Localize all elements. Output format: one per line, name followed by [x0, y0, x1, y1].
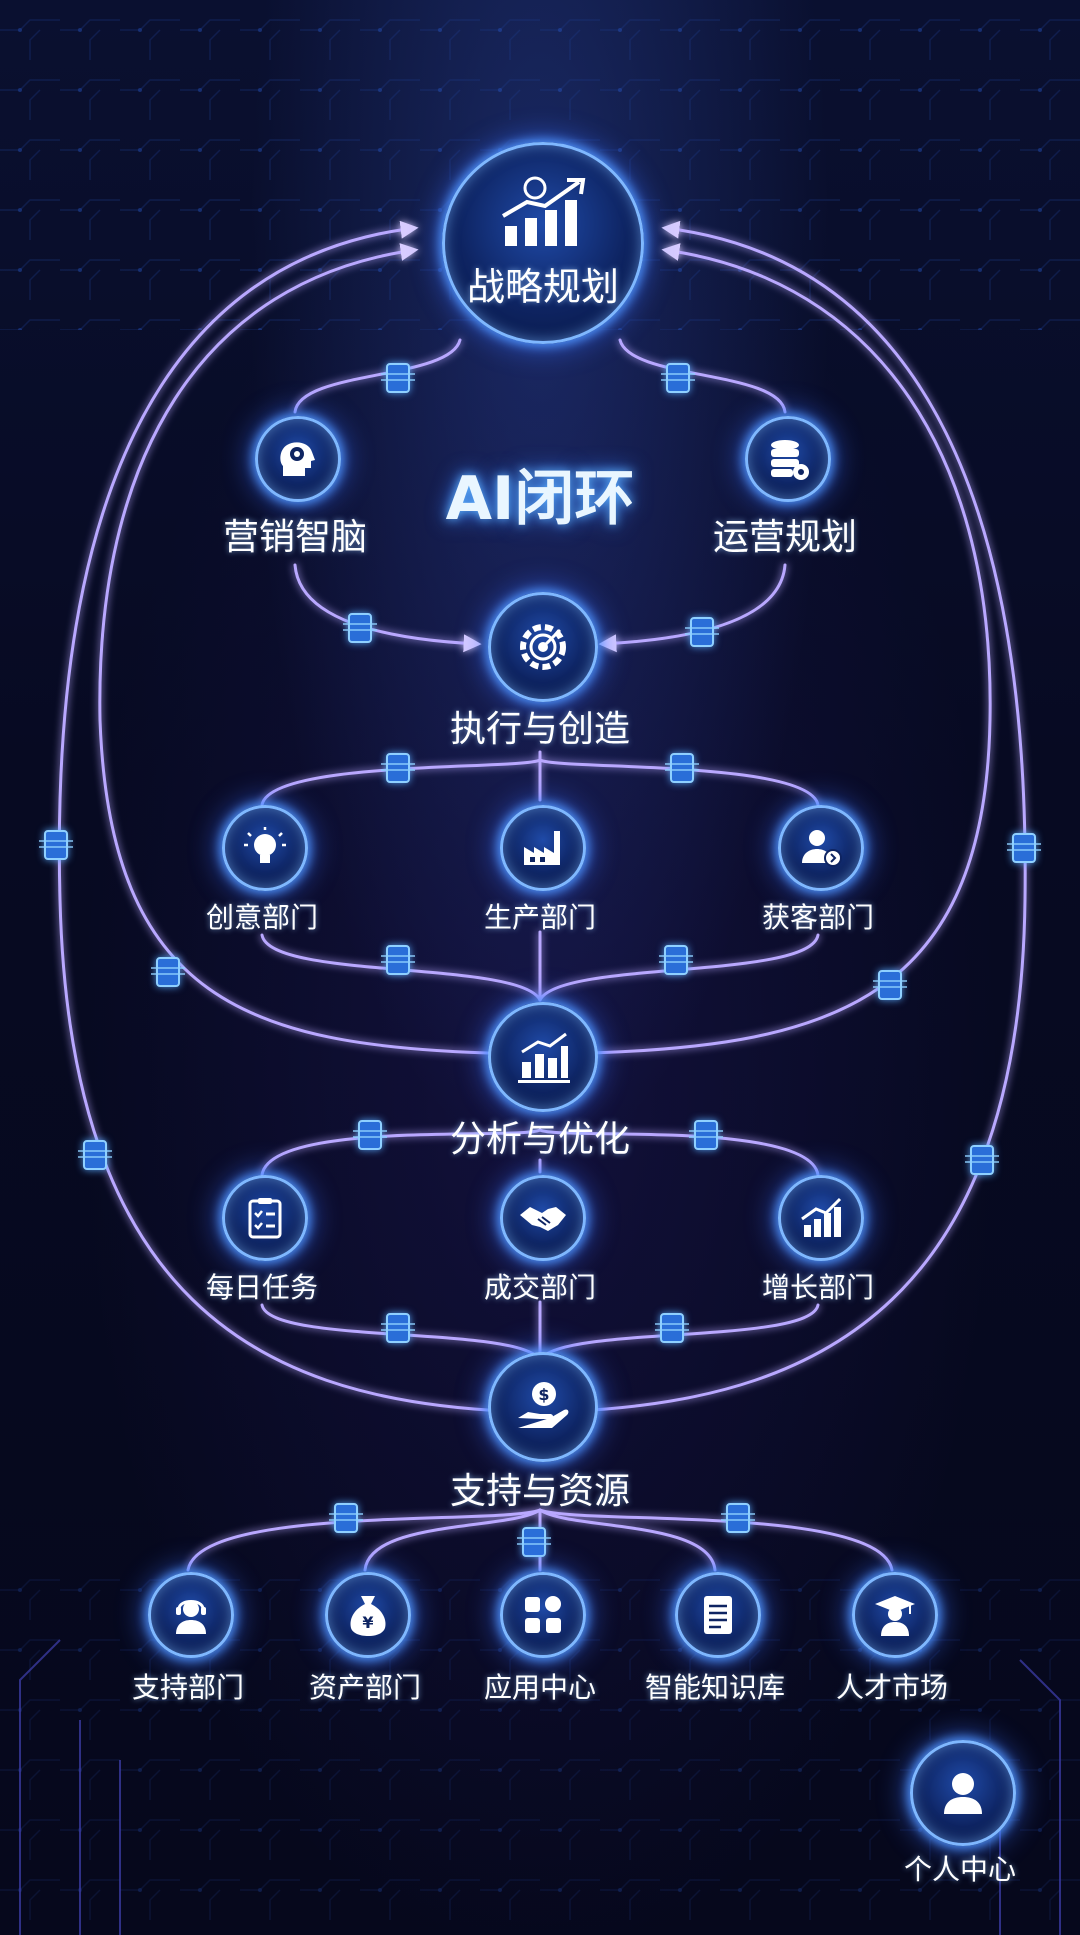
- connector-chip: [685, 617, 719, 647]
- connector-chip: [353, 1120, 387, 1150]
- strategy-planning-label: 战略规划: [466, 264, 619, 309]
- growth-chart-icon: [495, 176, 591, 250]
- wire-ana-left: [260, 1128, 542, 1177]
- knowledge-base-label: 智能知识库: [644, 1671, 786, 1704]
- wire-top-right: [618, 338, 787, 414]
- marketing-brain-label: 营销智脑: [222, 517, 368, 558]
- personal-center-node[interactable]: [910, 1740, 1016, 1846]
- brain-head-icon: [275, 436, 321, 482]
- marketing-brain-node[interactable]: [255, 416, 341, 502]
- support-resource-label: 支持与资源: [449, 1471, 631, 1512]
- creative-dept-node[interactable]: [222, 805, 308, 891]
- bar-chart-icon: [514, 1028, 572, 1086]
- analyze-optimize-label: 分析与优化: [449, 1119, 631, 1160]
- wire-top-left: [293, 338, 462, 414]
- connector-chip: [965, 1145, 999, 1175]
- growth-chart-icon: [798, 1195, 844, 1241]
- connector-chip: [721, 1503, 755, 1533]
- wire-ana-right: [538, 1128, 820, 1177]
- wire-l1-left: [293, 563, 482, 653]
- trace-1: [19, 1639, 61, 1935]
- document-icon: [695, 1592, 741, 1638]
- wire-sup-2: [363, 1508, 542, 1572]
- wire-sup-4: [538, 1508, 717, 1572]
- handshake-icon: [518, 1195, 568, 1241]
- support-resource-node[interactable]: $: [488, 1352, 598, 1462]
- talent-market-label: 人才市场: [835, 1671, 949, 1704]
- app-center-node[interactable]: [500, 1572, 586, 1658]
- operation-planning-node[interactable]: [745, 416, 831, 502]
- deal-dept-node[interactable]: [500, 1175, 586, 1261]
- operation-planning-label: 运营规划: [712, 517, 858, 558]
- daily-task-node[interactable]: [222, 1175, 308, 1261]
- wire-l1-right: [598, 563, 787, 653]
- production-dept-label: 生产部门: [483, 901, 597, 934]
- user-acquire-icon: [798, 825, 844, 871]
- apps-grid-icon: [520, 1592, 566, 1638]
- money-hand-icon: $: [514, 1378, 572, 1436]
- connector-chip: [39, 830, 73, 860]
- acquisition-dept-node[interactable]: [778, 805, 864, 891]
- factory-icon: [520, 825, 566, 871]
- production-dept-node[interactable]: [500, 805, 586, 891]
- connector-chip: [661, 363, 695, 393]
- deal-dept-label: 成交部门: [483, 1271, 597, 1304]
- analyze-optimize-node[interactable]: [488, 1002, 598, 1112]
- svg-text:¥: ¥: [362, 1613, 373, 1632]
- growth-dept-label: 增长部门: [761, 1271, 875, 1304]
- connector-chip: [381, 1313, 415, 1343]
- talent-market-node[interactable]: [852, 1572, 938, 1658]
- execute-create-label: 执行与创造: [449, 709, 631, 750]
- connector-chip: [151, 957, 185, 987]
- connector-chip: [329, 1503, 363, 1533]
- asset-dept-label: 资产部门: [308, 1671, 422, 1704]
- connector-chip: [381, 363, 415, 393]
- svg-text:$: $: [538, 1385, 549, 1404]
- execute-create-node[interactable]: [488, 592, 598, 702]
- inner-loop-left: [98, 243, 490, 1055]
- app-center-label: 应用中心: [483, 1671, 597, 1704]
- connector-chip: [78, 1140, 112, 1170]
- connector-chip: [655, 1313, 689, 1343]
- user-icon: [938, 1768, 988, 1818]
- connector-chip: [689, 1120, 723, 1150]
- growth-dept-node[interactable]: [778, 1175, 864, 1261]
- outer-loop-left: [57, 220, 490, 1412]
- acquisition-dept-label: 获客部门: [761, 901, 875, 934]
- connector-chip: [381, 753, 415, 783]
- lightbulb-icon: [242, 825, 288, 871]
- outer-loop-right: [590, 220, 1027, 1412]
- connector-chip: [343, 613, 377, 643]
- connector-chip: [659, 945, 693, 975]
- money-bag-icon: ¥: [345, 1592, 391, 1638]
- creative-dept-label: 创意部门: [205, 901, 319, 934]
- connector-chip: [517, 1527, 551, 1557]
- support-dept-label: 支持部门: [131, 1671, 245, 1704]
- graduate-icon: [872, 1592, 918, 1638]
- connector-chip: [1007, 833, 1041, 863]
- connector-chip: [665, 753, 699, 783]
- support-dept-node[interactable]: [148, 1572, 234, 1658]
- trace-4: [1019, 1659, 1061, 1935]
- gear-target-icon: [514, 618, 572, 676]
- database-gear-icon: [765, 436, 811, 482]
- connector-chip: [381, 945, 415, 975]
- inner-loop-right: [590, 243, 992, 1055]
- checklist-icon: [242, 1195, 288, 1241]
- knowledge-base-node[interactable]: [675, 1572, 761, 1658]
- strategy-planning-node[interactable]: 战略规划: [442, 142, 644, 344]
- daily-task-label: 每日任务: [205, 1271, 319, 1304]
- connector-chip: [873, 970, 907, 1000]
- headset-icon: [168, 1592, 214, 1638]
- personal-center-label: 个人中心: [903, 1853, 1017, 1886]
- asset-dept-node[interactable]: ¥: [325, 1572, 411, 1658]
- ai-loop-title: AI闭环: [445, 464, 635, 534]
